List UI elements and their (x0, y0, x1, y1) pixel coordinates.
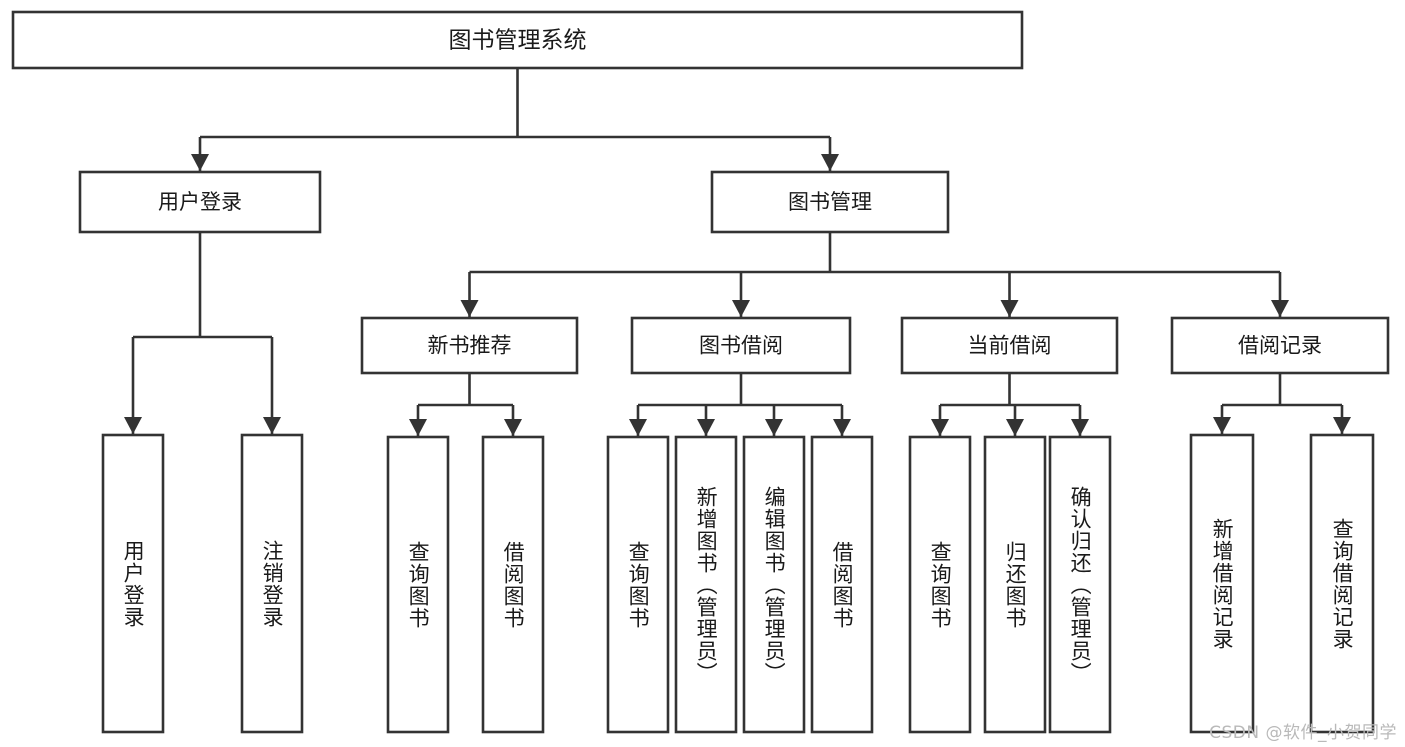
node-leaf-query-record-box[interactable] (1309, 433, 1375, 734)
node-borrow-record-box[interactable] (1170, 316, 1390, 375)
node-book-borrow-label: 图书借阅 (699, 334, 783, 358)
node-leaf-query-book-rec-box[interactable] (386, 435, 450, 734)
arrow-head-icon-leaf-query-book-cb (931, 419, 949, 436)
arrow-head-icon-leaf-edit-book (765, 419, 783, 436)
node-leaf-edit-book-box[interactable] (742, 435, 806, 734)
node-root-label: 图书管理系统 (449, 28, 587, 54)
arrow-head-icon-new-book-recommend (460, 300, 479, 317)
arrow-head-icon-leaf-borrow-book-br (833, 419, 851, 436)
arrow-head-icon-leaf-query-book-rec (409, 419, 427, 436)
arrow-head-icon-leaf-query-record (1333, 417, 1351, 434)
node-leaf-user-login-box[interactable] (101, 433, 165, 734)
boxes-layer (11, 10, 1390, 734)
arrow-head-icon-leaf-return-book (1006, 419, 1024, 436)
arrow-head-icon-leaf-query-book-br (629, 419, 647, 436)
arrow-head-icon-borrow-record (1271, 300, 1289, 317)
node-borrow-record-label: 借阅记录 (1238, 334, 1322, 358)
watermark-text: CSDN @软件_小贺同学 (1209, 723, 1397, 743)
node-leaf-add-record-box[interactable] (1189, 433, 1255, 734)
node-new-book-recommend-box[interactable] (360, 316, 579, 375)
arrow-head-icon-book-manage (821, 154, 839, 171)
node-leaf-confirm-return-box[interactable] (1048, 435, 1112, 734)
arrow-head-icon-book-borrow (732, 300, 750, 317)
node-book-borrow-box[interactable] (630, 316, 852, 375)
node-user-login-box[interactable] (78, 170, 322, 234)
arrow-head-icon-leaf-confirm-return (1071, 419, 1089, 436)
arrow-head-icon-leaf-borrow-book-rec (504, 419, 522, 436)
node-leaf-add-book-box[interactable] (674, 435, 738, 734)
arrow-head-icon-leaf-add-record (1213, 417, 1231, 434)
node-book-manage-label: 图书管理 (788, 190, 872, 214)
node-book-manage-box[interactable] (710, 170, 950, 234)
arrow-head-icon-leaf-user-login (124, 417, 142, 434)
arrow-head-icon-leaf-logout (263, 417, 281, 434)
node-leaf-return-book-box[interactable] (983, 435, 1047, 734)
connectors-layer (124, 68, 1351, 436)
node-current-borrow-label: 当前借阅 (968, 334, 1052, 358)
node-new-book-recommend-label: 新书推荐 (428, 334, 512, 358)
node-leaf-borrow-book-br-box[interactable] (810, 435, 874, 734)
arrow-head-icon-current-borrow (1000, 300, 1019, 317)
node-root-box[interactable] (11, 10, 1024, 70)
node-user-login-label: 用户登录 (158, 190, 242, 214)
node-leaf-query-book-br-box[interactable] (606, 435, 670, 734)
arrow-head-icon-leaf-add-book (697, 419, 715, 436)
node-leaf-query-book-cb-box[interactable] (908, 435, 972, 734)
node-leaf-borrow-book-rec-box[interactable] (481, 435, 545, 734)
node-current-borrow-box[interactable] (900, 316, 1119, 375)
arrow-head-icon-user-login (191, 154, 209, 171)
node-leaf-logout-box[interactable] (240, 433, 304, 734)
